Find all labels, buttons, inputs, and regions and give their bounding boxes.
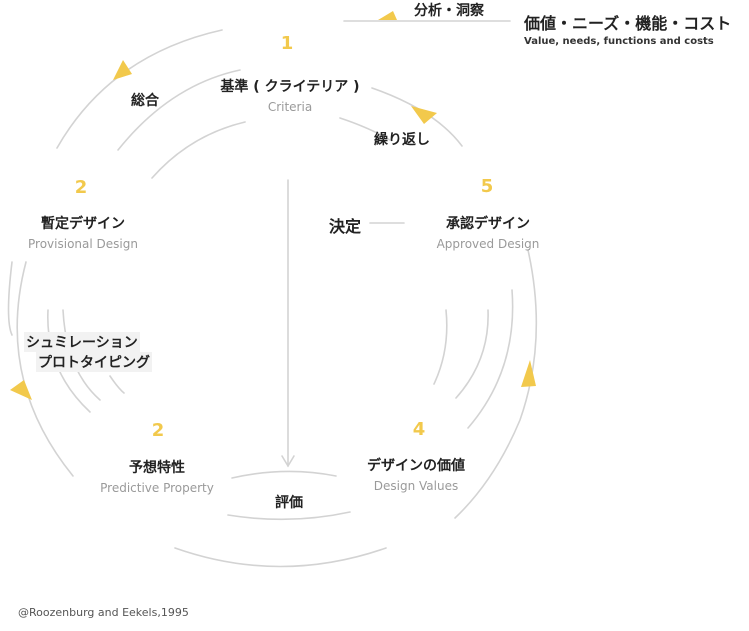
arc-left-outer — [16, 261, 74, 477]
credit-text: @Roozenburg and Eekels,1995 — [18, 606, 189, 619]
arc-top-outer — [56, 29, 223, 149]
header-subtitle: Value, needs, functions and costs — [524, 36, 714, 47]
simulation-label: シュミレーション — [24, 332, 140, 352]
decision-label: 決定 — [329, 217, 362, 236]
stage-approved-title: 承認デザイン — [446, 216, 530, 232]
stage-provisional-number: 2 — [74, 177, 88, 198]
arrow-head-top-left — [113, 60, 132, 80]
arc-left-inner — [109, 375, 125, 394]
arrow-head-analysis — [378, 11, 397, 20]
arc-top-inner — [151, 121, 246, 179]
stage-provisional-subtitle: Provisional Design — [28, 237, 138, 251]
stage-criteria-number: 1 — [280, 33, 294, 54]
prototyping-label: プロトタイピング — [36, 352, 152, 372]
stage-criteria-title: 基準 ( クライテリア ) — [220, 79, 360, 95]
stage-values-subtitle: Design Values — [373, 479, 459, 493]
arrow-head-right — [521, 360, 536, 387]
arc-bottom-inner — [231, 470, 337, 479]
stage-provisional-title: 暫定デザイン — [41, 216, 125, 232]
arc-right-outer — [454, 249, 538, 519]
stage-values-number: 4 — [412, 419, 426, 440]
stage-criteria-subtitle: Criteria — [267, 100, 313, 114]
arc-lower-left — [7, 261, 13, 336]
stage-predictive-title: 予想特性 — [129, 460, 185, 476]
arc-bottom-middle — [227, 511, 351, 521]
arc-bottom-outer — [174, 547, 387, 568]
stage-values-title: デザインの価値 — [367, 458, 465, 474]
analysis-label: 分析・洞察 — [414, 3, 484, 19]
arc-top-middle — [117, 69, 241, 151]
evaluation-label: 評価 — [275, 495, 303, 511]
stage-approved-subtitle: Approved Design — [436, 237, 540, 251]
arc-right-mid1 — [467, 289, 514, 429]
header-title: 価値・ニーズ・機能・コスト — [524, 14, 732, 33]
evaluation-arrowhead — [281, 455, 295, 468]
synthesis-label: 総合 — [131, 93, 159, 109]
stage-predictive-number: 2 — [151, 420, 165, 441]
stage-predictive-subtitle: Predictive Property — [100, 481, 214, 495]
iteration-label: 繰り返し — [374, 132, 430, 148]
arc-upper-right-inner — [339, 117, 391, 141]
arrow-head-left — [10, 380, 32, 400]
stage-approved-number: 5 — [480, 176, 494, 197]
arc-right-mid2 — [455, 309, 489, 399]
arrow-head-iteration — [411, 106, 437, 124]
arc-right-inner — [433, 309, 448, 385]
